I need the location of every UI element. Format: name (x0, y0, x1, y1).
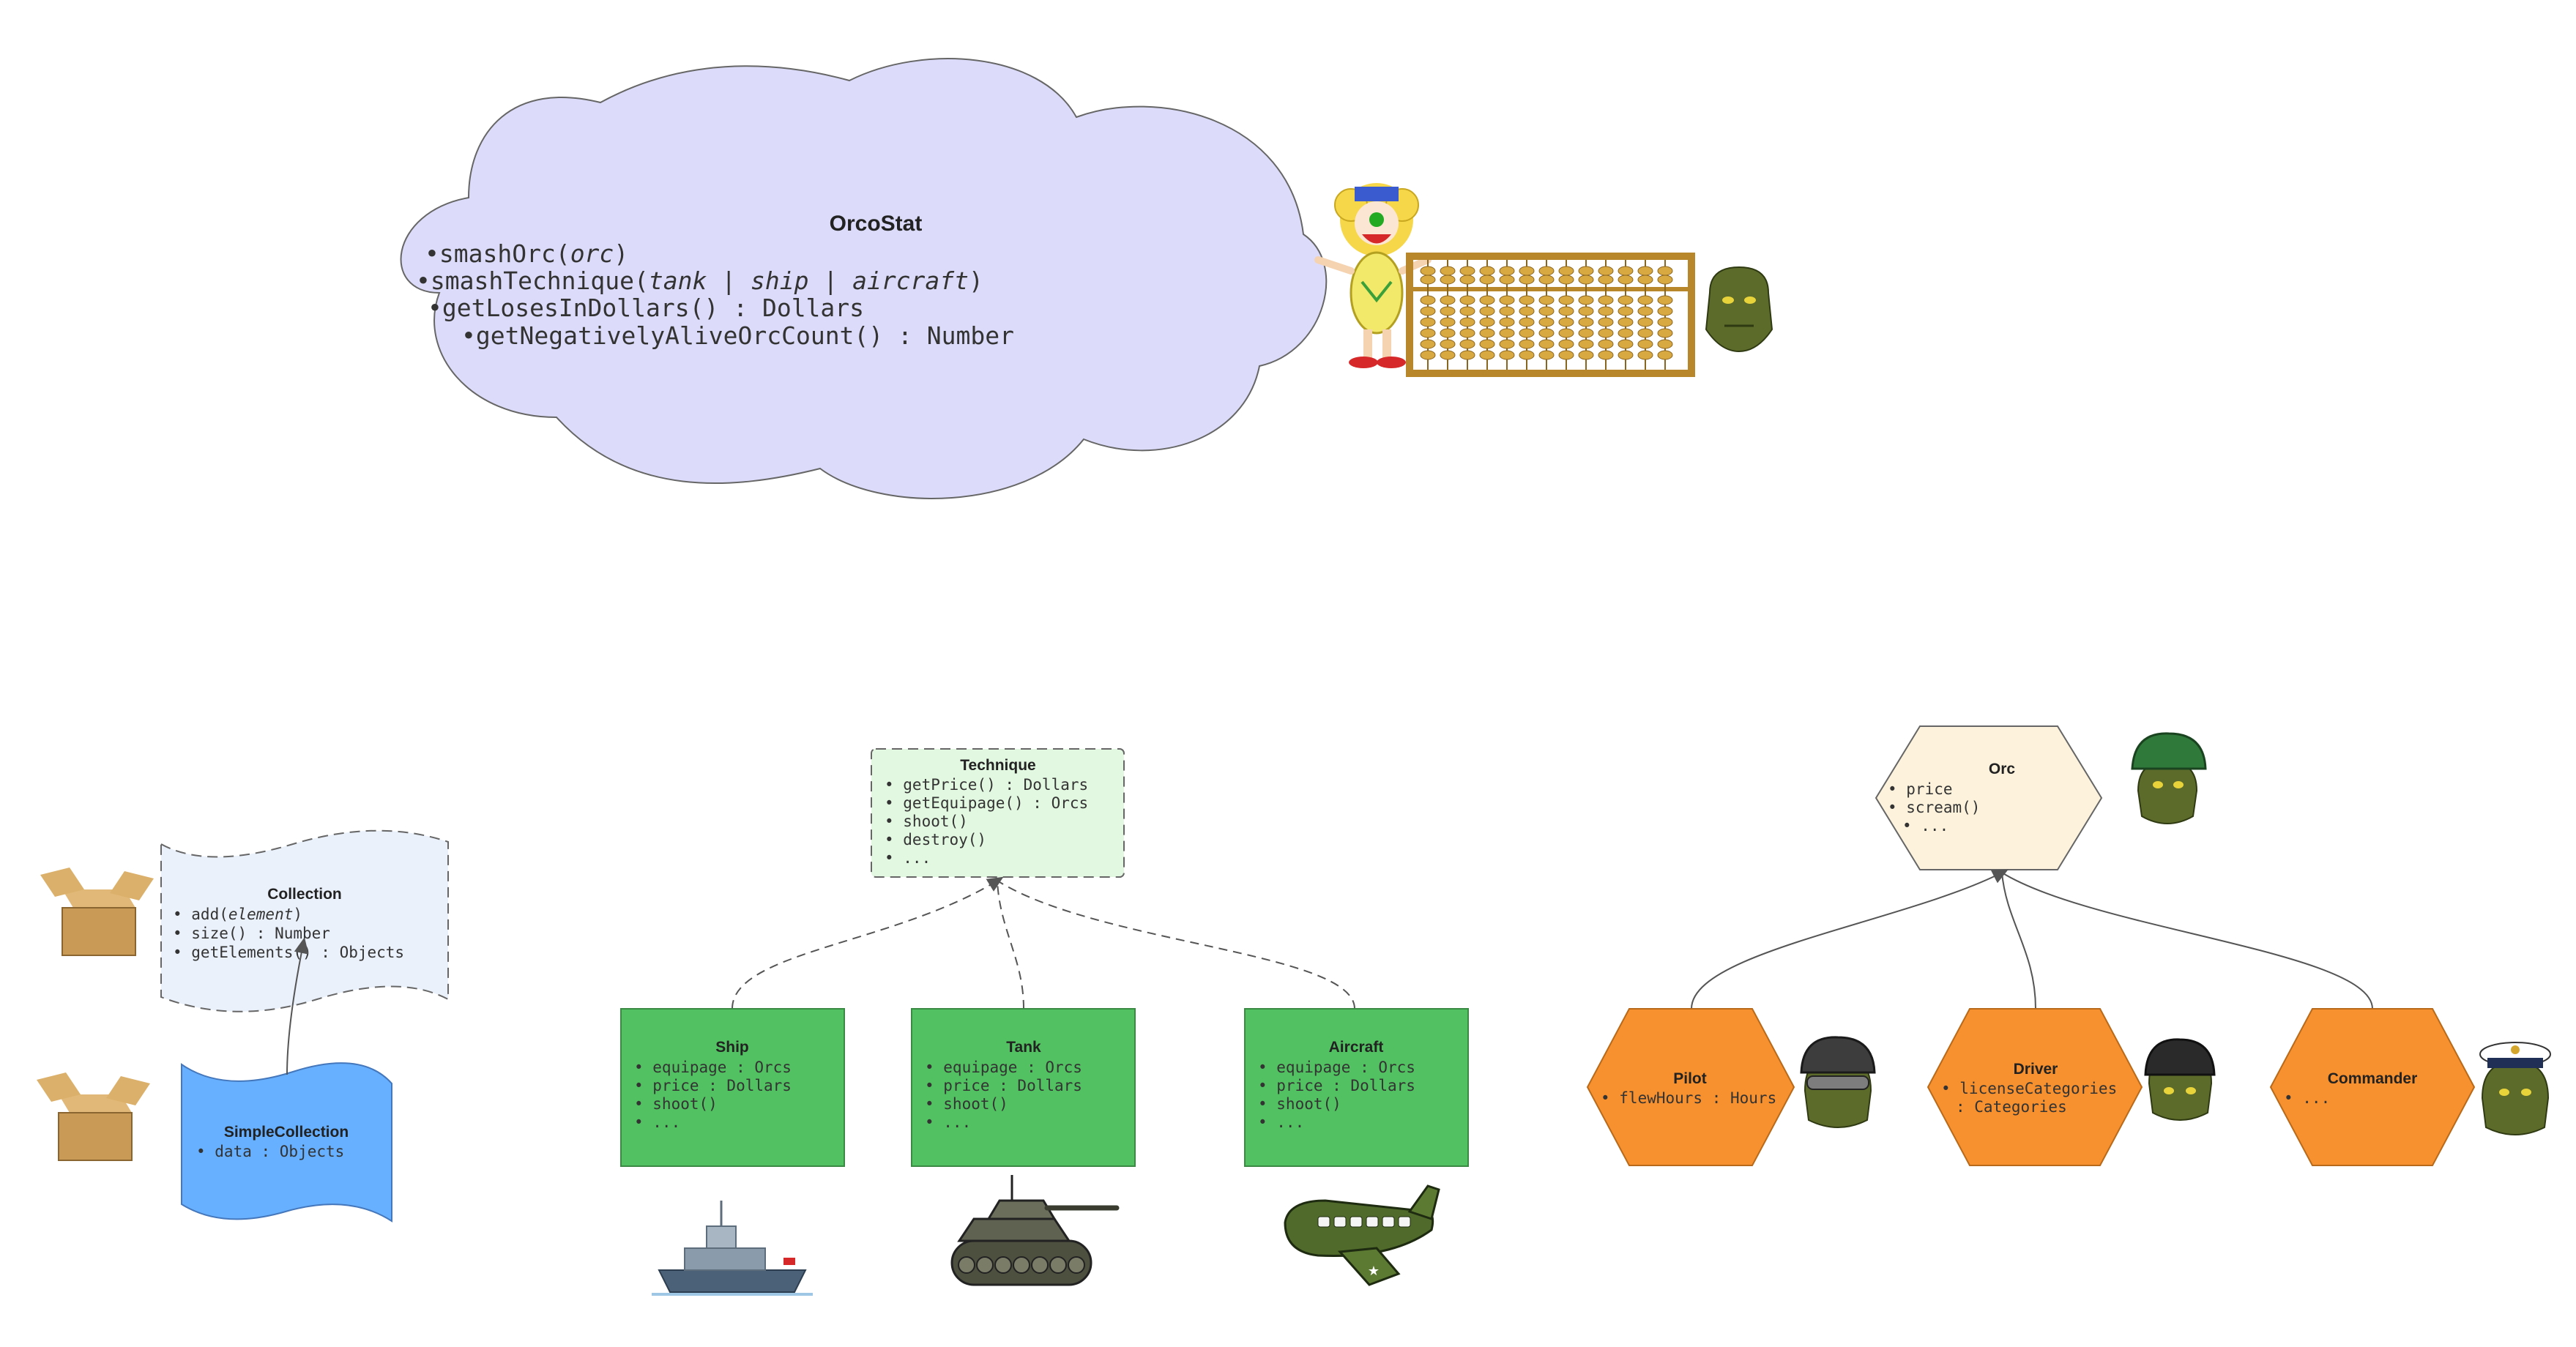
collection-shape (160, 829, 449, 1012)
ship-to-technique-connector (732, 876, 1004, 1010)
cloud-shape (400, 58, 1328, 499)
ship-icon (652, 1201, 813, 1296)
cloud-member-4: •getNegativelyAliveOrcCount() : Number (461, 321, 1014, 350)
pilot-member-1: • flewHours : Hours (1601, 1089, 1776, 1107)
tank-node[interactable]: Tank • equipage : Orcs • price : Dollars… (911, 1008, 1136, 1167)
orc-member-3: • ... (1902, 817, 1948, 835)
simple-collection-shape (181, 1062, 392, 1223)
aircraft-member-2: • price : Dollars (1258, 1077, 1415, 1094)
ship-box (620, 1008, 845, 1167)
aircraft-member-3: • shoot() (1258, 1095, 1341, 1113)
tank-member-4: • ... (925, 1113, 971, 1131)
abacus-icon (1406, 253, 1695, 377)
orc-title: Orc (1989, 761, 2016, 777)
tank-member-2: • price : Dollars (925, 1077, 1082, 1094)
orcostat-cloud[interactable]: OrcoStat •smashOrc(orc) •smashTechnique(… (400, 58, 1328, 499)
driver-node[interactable]: Driver • licenseCategories : Categories (1927, 1008, 2143, 1166)
tank-box (911, 1008, 1136, 1167)
orc-driver-icon (2144, 1038, 2216, 1121)
box-icon (37, 1072, 150, 1161)
aircraft-member-1: • equipage : Orcs (1258, 1059, 1415, 1076)
technique-title: Technique (960, 757, 1035, 774)
simple-collection-node[interactable]: SimpleCollection • data : Objects (181, 1062, 392, 1223)
collection-title: Collection (267, 886, 342, 903)
orc-shape (1875, 725, 2103, 870)
commander-to-orc-connector (2001, 872, 2373, 1010)
orc-commander-icon (2479, 1042, 2551, 1135)
aircraft-title: Aircraft (1329, 1039, 1384, 1056)
simple-collection-title: SimpleCollection (224, 1124, 349, 1141)
cloud-member-1: •smashOrc(orc) (425, 239, 628, 268)
tank-member-3: • shoot() (925, 1095, 1008, 1113)
tank-member-1: • equipage : Orcs (925, 1059, 1082, 1076)
simple-collection-member-1: • data : Objects (196, 1143, 344, 1160)
driver-member-1: • licenseCategories (1941, 1080, 2117, 1097)
orc-head-icon (1705, 266, 1773, 353)
ship-member-3: • shoot() (634, 1095, 718, 1113)
technique-member-2: • getEquipage() : Orcs (885, 794, 1088, 812)
pilot-title: Pilot (1673, 1070, 1707, 1087)
tank-to-technique-connector (997, 880, 1024, 1010)
technique-box (871, 748, 1125, 878)
svg-text:★: ★ (1368, 1264, 1380, 1278)
orc-member-2: • scream() (1888, 799, 1980, 816)
ship-member-1: • equipage : Orcs (634, 1059, 792, 1076)
ship-member-4: • ... (634, 1113, 680, 1131)
technique-member-5: • ... (885, 849, 931, 867)
cloud-title: OrcoStat (830, 212, 923, 236)
tank-title: Tank (1006, 1039, 1041, 1056)
pilot-node[interactable]: Pilot • flewHours : Hours (1586, 1008, 1795, 1166)
pilot-shape (1586, 1008, 1795, 1166)
ship-member-2: • price : Dollars (634, 1077, 792, 1094)
collection-node[interactable]: Collection • add(element) • size() : Num… (160, 829, 449, 1012)
orc-node[interactable]: Orc • price • scream() • ... (1875, 725, 2103, 870)
collection-member-1: • add(element) (173, 906, 302, 923)
commander-member-1: • ... (2284, 1089, 2330, 1107)
orc-pilot-icon (1800, 1036, 1876, 1128)
driver-member-2: : Categories (1956, 1098, 2067, 1116)
clown-icon (1314, 183, 1432, 368)
orc-member-1: • price (1888, 780, 1953, 798)
commander-node[interactable]: Commander • ... (2269, 1008, 2476, 1166)
aircraft-icon: ★ (1284, 1184, 1440, 1286)
driver-to-orc-connector (2001, 872, 2036, 1010)
tank-icon (950, 1175, 1120, 1286)
driver-shape (1927, 1008, 2143, 1166)
ship-title: Ship (715, 1039, 749, 1056)
technique-member-1: • getPrice() : Dollars (885, 776, 1088, 794)
collection-member-3: • getElements() : Objects (173, 944, 404, 961)
technique-member-4: • destroy() (885, 831, 986, 848)
box-icon (40, 867, 154, 956)
aircraft-node[interactable]: Aircraft • equipage : Orcs • price : Dol… (1244, 1008, 1469, 1167)
ship-node[interactable]: Ship • equipage : Orcs • price : Dollars… (620, 1008, 845, 1167)
technique-member-3: • shoot() (885, 813, 968, 830)
aircraft-box (1244, 1008, 1469, 1167)
orc-soldier-icon (2131, 732, 2207, 824)
aircraft-to-technique-connector (997, 880, 1355, 1010)
driver-title: Driver (2014, 1061, 2058, 1078)
cloud-member-3: •getLosesInDollars() : Dollars (428, 294, 864, 322)
collection-member-2: • size() : Number (173, 925, 330, 942)
pilot-to-orc-connector (1691, 869, 2009, 1010)
commander-shape (2269, 1008, 2476, 1166)
cloud-member-2: •smashTechnique(tank | ship | aircraft) (416, 266, 983, 295)
commander-title: Commander (2328, 1070, 2418, 1087)
aircraft-member-4: • ... (1258, 1113, 1304, 1131)
simple-collection-to-collection-arrow (286, 937, 309, 1075)
technique-node[interactable]: Technique • getPrice() : Dollars • getEq… (871, 748, 1125, 878)
